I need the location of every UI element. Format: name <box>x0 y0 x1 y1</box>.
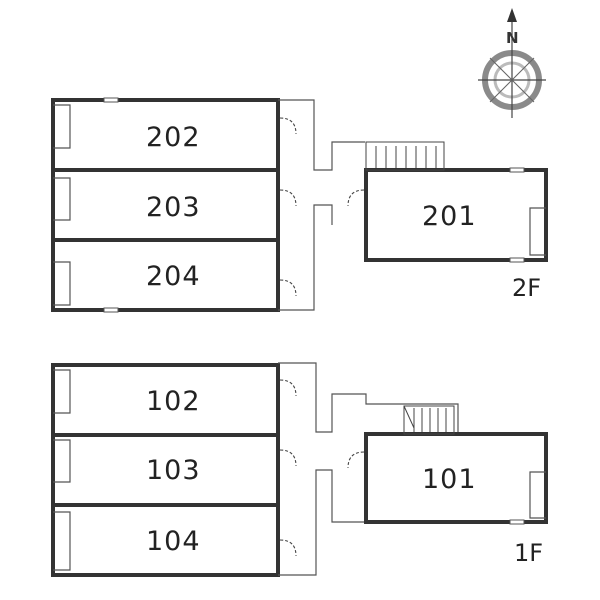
room-201 <box>364 168 548 262</box>
floor-2f: 202 203 204 201 2F <box>51 97 548 313</box>
floor-1f: 102 103 104 101 1F <box>51 362 548 577</box>
compass-rose-icon <box>478 8 546 118</box>
stairs-icon <box>365 141 445 171</box>
room-104 <box>51 503 280 577</box>
compass-north-label: N <box>506 29 519 47</box>
door-icon <box>279 117 297 135</box>
room-label-202: 202 <box>146 122 201 153</box>
room-label-101: 101 <box>422 464 477 495</box>
door-icon <box>279 379 297 397</box>
room-label-103: 103 <box>146 455 201 486</box>
door-icon <box>279 449 297 467</box>
floor-label-1f: 1F <box>514 539 543 567</box>
room-label-102: 102 <box>146 386 201 417</box>
stairs-icon <box>403 405 455 435</box>
door-icon <box>347 451 365 469</box>
floor-label-2f: 2F <box>512 274 541 302</box>
door-icon <box>347 189 365 207</box>
door-icon <box>279 539 297 557</box>
room-label-201: 201 <box>422 201 477 232</box>
door-icon <box>279 279 297 297</box>
room-204 <box>51 238 280 312</box>
room-label-204: 204 <box>146 261 201 292</box>
room-label-203: 203 <box>146 192 201 223</box>
room-101 <box>364 432 548 524</box>
door-icon <box>279 189 297 207</box>
room-label-104: 104 <box>146 526 201 557</box>
